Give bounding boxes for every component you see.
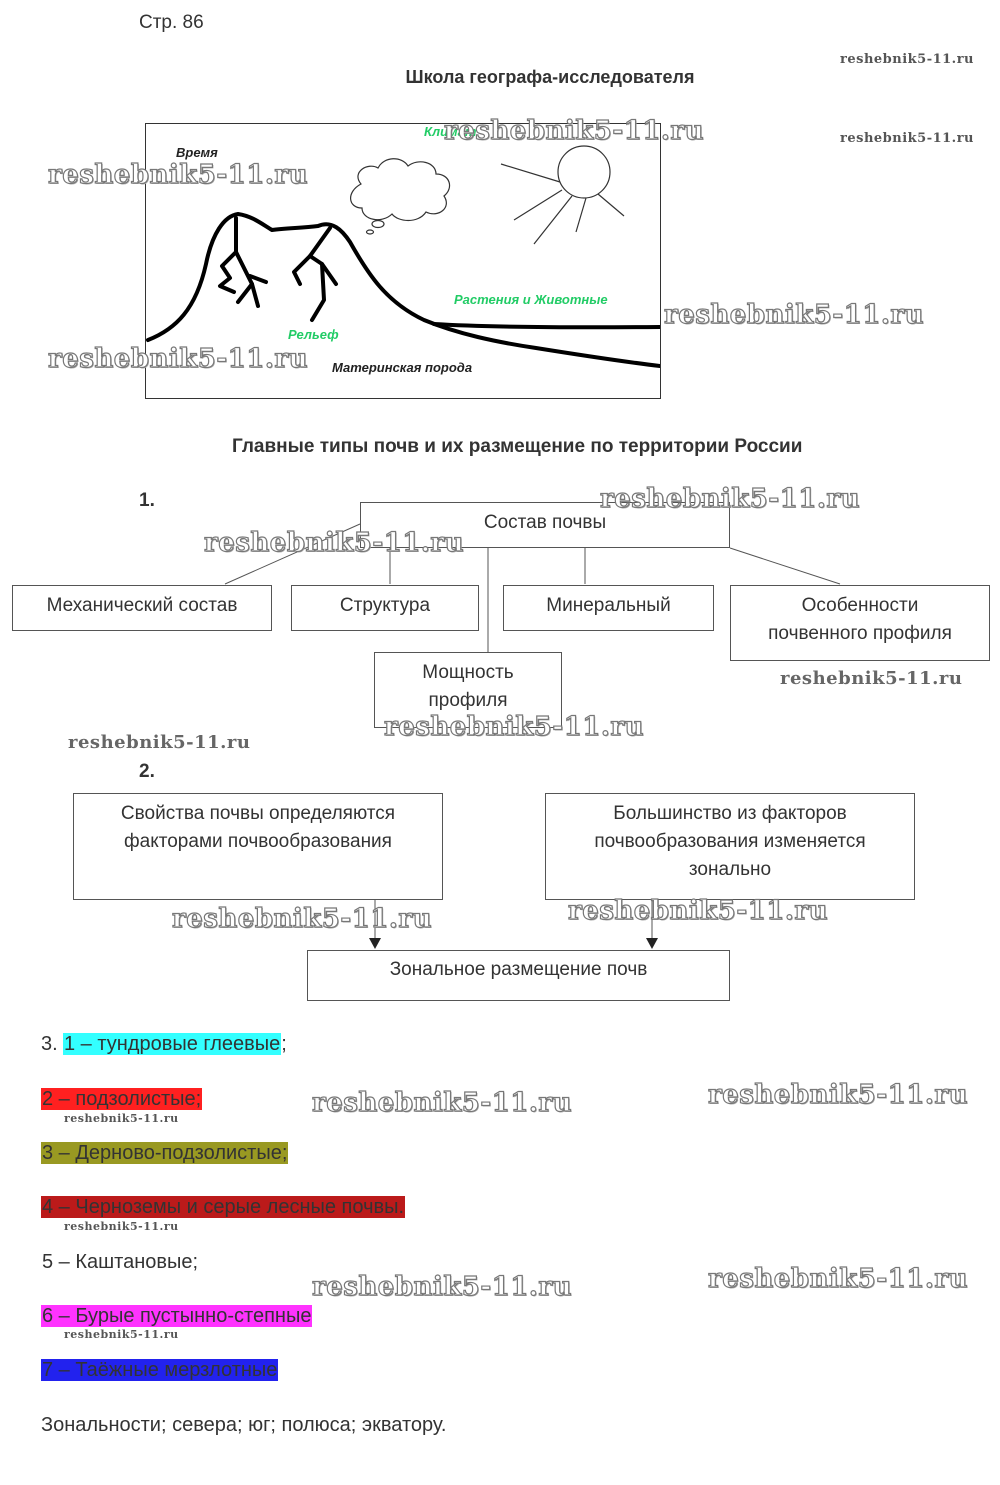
question-3-number: 3.	[41, 1033, 58, 1055]
watermark: reshebnik5-11.ru	[68, 732, 251, 753]
watermark: reshebnik5-11.ru	[64, 1112, 179, 1125]
soil-factors-drawing: Время Климат Растения и Животные Рельеф …	[145, 123, 661, 399]
section-title-school: Школа географа-исследователя	[405, 67, 695, 87]
soil-item-2: 2 – подзолистые;	[41, 1087, 203, 1111]
box-properties-factors: Свойства почвы определяются факторами по…	[73, 793, 443, 900]
page-number: Стр. 86	[139, 12, 204, 33]
watermark: reshebnik5-11.ru	[311, 1271, 573, 1302]
watermark: reshebnik5-11.ru	[443, 115, 705, 146]
box-mechanical-composition: Механический состав	[12, 585, 272, 631]
soil-item-3: 3 – Дерново-подзолистые;	[41, 1141, 289, 1165]
box-soil-composition: Состав почвы	[360, 502, 730, 548]
drawing-svg	[146, 145, 660, 368]
box-profile-features: Особенности почвенного профиля	[730, 585, 990, 661]
watermark: reshebnik5-11.ru	[599, 483, 861, 514]
watermark: reshebnik5-11.ru	[171, 903, 433, 934]
label-climate: Климат	[424, 124, 477, 139]
label-time: Время	[176, 145, 218, 160]
question-2-number: 2.	[139, 761, 155, 782]
watermark: reshebnik5-11.ru	[47, 343, 309, 374]
soil-item-6-text: 6 – Бурые пустынно-степные	[41, 1305, 313, 1327]
soil-item-7: 7 – Таёжные мерзлотные	[41, 1358, 279, 1382]
watermark: reshebnik5-11.ru	[707, 1263, 969, 1294]
box-factors-zonal: Большинство из факторов почвообразования…	[545, 793, 915, 900]
watermark: reshebnik5-11.ru	[663, 299, 925, 330]
section-title-soil-types: Главные типы почв и их размещение по тер…	[232, 436, 803, 457]
soil-item-6: 6 – Бурые пустынно-степные	[41, 1304, 313, 1328]
soil-item-3-text: 3 – Дерново-подзолистые;	[41, 1142, 289, 1164]
question-1-number: 1.	[139, 490, 155, 511]
watermark: reshebnik5-11.ru	[567, 895, 829, 926]
label-plants-animals: Растения и Животные	[454, 292, 608, 307]
watermark: reshebnik5-11.ru	[64, 1328, 179, 1341]
soil-item-5-text: 5 – Каштановые;	[41, 1251, 200, 1273]
watermark: reshebnik5-11.ru	[840, 131, 975, 146]
soil-item-2-text: 2 – подзолистые;	[41, 1088, 203, 1110]
mountain-icon	[146, 212, 660, 368]
watermark: reshebnik5-11.ru	[203, 527, 465, 558]
soil-item-4-text: 4 – Черноземы и серые лесные почвы.	[41, 1196, 406, 1218]
soil-item-7-text: 7 – Таёжные мерзлотные	[41, 1359, 279, 1381]
watermark: reshebnik5-11.ru	[383, 711, 645, 742]
sun-icon	[500, 145, 625, 245]
q3-footer-answers: Зональности; севера; юг; полюса; экватор…	[41, 1414, 447, 1436]
soil-item-1: 1 – тундровые глеевые;	[63, 1032, 287, 1056]
watermark: reshebnik5-11.ru	[64, 1220, 179, 1233]
box-structure: Структура	[291, 585, 479, 631]
label-relief: Рельеф	[288, 327, 339, 342]
soil-item-4: 4 – Черноземы и серые лесные почвы.	[41, 1195, 406, 1219]
watermark: reshebnik5-11.ru	[707, 1079, 969, 1110]
soil-item-1-suffix: ;	[281, 1033, 287, 1055]
cloud-icon	[350, 158, 451, 235]
box-mineral: Минеральный	[503, 585, 714, 631]
box-profile-thickness: Мощность профиля	[374, 652, 562, 728]
watermark: reshebnik5-11.ru	[311, 1087, 573, 1118]
watermark: reshebnik5-11.ru	[840, 52, 975, 67]
watermark: reshebnik5-11.ru	[780, 668, 963, 689]
watermark: reshebnik5-11.ru	[47, 159, 309, 190]
label-parent-rock: Материнская порода	[332, 360, 473, 375]
soil-item-5: 5 – Каштановые;	[41, 1250, 200, 1274]
soil-item-1-text: 1 – тундровые глеевые	[63, 1033, 282, 1055]
box-zonal-distribution: Зональное размещение почв	[307, 950, 730, 1001]
